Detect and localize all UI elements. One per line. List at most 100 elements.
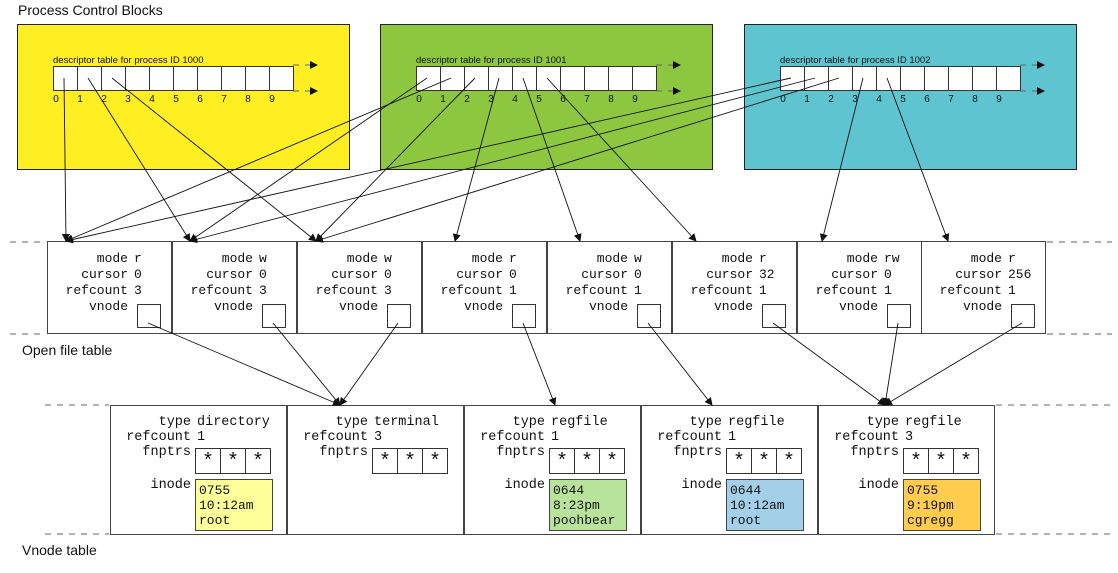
field-label: refcount bbox=[65, 283, 128, 298]
field-label: vnode bbox=[88, 299, 128, 314]
vnode-pointer-box bbox=[887, 304, 911, 328]
vnode-arrow bbox=[272, 322, 341, 406]
open-file-table-label: Open file table bbox=[22, 342, 113, 358]
field-value: r bbox=[134, 251, 142, 266]
field-value: directory bbox=[197, 415, 270, 430]
field-value: r bbox=[509, 251, 517, 266]
field-label: refcount bbox=[126, 430, 191, 445]
field-value: regfile bbox=[905, 415, 962, 430]
descriptor-slot bbox=[996, 66, 1021, 91]
field-value: 1 bbox=[634, 283, 642, 298]
vnode-pointer-box bbox=[637, 304, 661, 328]
inode-line: root bbox=[199, 513, 231, 528]
field-label: mode bbox=[471, 251, 503, 266]
descriptor-index: 9 bbox=[996, 94, 1002, 105]
descriptor-slot bbox=[900, 66, 925, 91]
descriptor-index: 8 bbox=[608, 94, 614, 105]
fnptr-slot: * bbox=[751, 448, 777, 474]
field-value: r bbox=[1008, 251, 1016, 266]
descriptor-table bbox=[416, 66, 657, 91]
inode-line: cgregg bbox=[907, 513, 954, 528]
descriptor-index: 8 bbox=[245, 94, 251, 105]
field-value: 1 bbox=[759, 283, 767, 298]
descriptor-slot bbox=[101, 66, 126, 91]
field-value: 1 bbox=[728, 430, 737, 445]
field-value: 1 bbox=[884, 283, 892, 298]
field-label: type bbox=[866, 415, 899, 430]
field-value: 3 bbox=[905, 430, 914, 445]
field-value: rw bbox=[884, 251, 900, 266]
descriptor-index: 4 bbox=[876, 94, 882, 105]
descriptor-table bbox=[53, 66, 294, 91]
vnode-pointer-box bbox=[1011, 304, 1035, 328]
fnptrs-table: *** bbox=[549, 448, 625, 474]
inode-line: 0644 bbox=[730, 483, 762, 498]
fnptrs-table: *** bbox=[903, 448, 979, 474]
field-value: 1 bbox=[1008, 283, 1016, 298]
field-label: type bbox=[512, 415, 545, 430]
field-value: 0 bbox=[384, 267, 392, 282]
field-value: 1 bbox=[197, 430, 206, 445]
fnptr-slot: * bbox=[928, 448, 954, 474]
descriptor-slot bbox=[149, 66, 174, 91]
vnode-table-label: Vnode table bbox=[22, 542, 97, 558]
field-label: refcount bbox=[303, 430, 368, 445]
field-label: refcount bbox=[565, 283, 628, 298]
descriptor-table bbox=[780, 66, 1021, 91]
descriptor-index: 9 bbox=[632, 94, 638, 105]
field-label: type bbox=[335, 415, 368, 430]
field-label: cursor bbox=[456, 267, 503, 282]
field-value: 1 bbox=[509, 283, 517, 298]
descriptor-slot bbox=[125, 66, 150, 91]
descriptor-slot bbox=[876, 66, 901, 91]
field-value: w bbox=[384, 251, 392, 266]
field-value: 3 bbox=[374, 430, 383, 445]
fnptr-slot: * bbox=[549, 448, 575, 474]
field-label: cursor bbox=[706, 267, 753, 282]
field-value: 0 bbox=[634, 267, 642, 282]
vnode-pointer-box bbox=[762, 304, 786, 328]
vnode-pointer-box bbox=[512, 304, 536, 328]
field-label: cursor bbox=[831, 267, 878, 282]
field-label: vnode bbox=[713, 299, 753, 314]
inode-line: poohbear bbox=[553, 513, 616, 528]
descriptor-index: 9 bbox=[269, 94, 275, 105]
field-label: refcount bbox=[480, 430, 545, 445]
field-label: mode bbox=[596, 251, 628, 266]
descriptor-index: 1 bbox=[77, 94, 83, 105]
descriptor-index: 8 bbox=[972, 94, 978, 105]
descriptor-index: 5 bbox=[900, 94, 906, 105]
field-value: 0 bbox=[884, 267, 892, 282]
field-label: inode bbox=[504, 478, 545, 493]
descriptor-table-title: descriptor table for process ID 1000 bbox=[53, 55, 204, 66]
fnptr-slot: * bbox=[245, 448, 271, 474]
field-value: 256 bbox=[1008, 267, 1032, 282]
descriptor-slot bbox=[852, 66, 877, 91]
field-value: 32 bbox=[759, 267, 775, 282]
field-label: vnode bbox=[463, 299, 503, 314]
field-value: regfile bbox=[728, 415, 785, 430]
field-label: mode bbox=[346, 251, 378, 266]
vnode-pointer-box bbox=[387, 304, 411, 328]
field-label: mode bbox=[970, 251, 1002, 266]
descriptor-index: 4 bbox=[512, 94, 518, 105]
inode-line: 0755 bbox=[199, 483, 231, 498]
descriptor-index: 5 bbox=[536, 94, 542, 105]
field-label: cursor bbox=[206, 267, 253, 282]
pcb-section-label: Process Control Blocks bbox=[18, 2, 163, 18]
field-label: fnptrs bbox=[850, 445, 899, 460]
field-value: terminal bbox=[374, 415, 439, 430]
descriptor-slot bbox=[173, 66, 198, 91]
descriptor-index: 5 bbox=[173, 94, 179, 105]
vnode-arrow bbox=[339, 322, 399, 406]
vnode-arrow bbox=[522, 322, 557, 406]
field-label: fnptrs bbox=[673, 445, 722, 460]
field-label: fnptrs bbox=[319, 445, 368, 460]
